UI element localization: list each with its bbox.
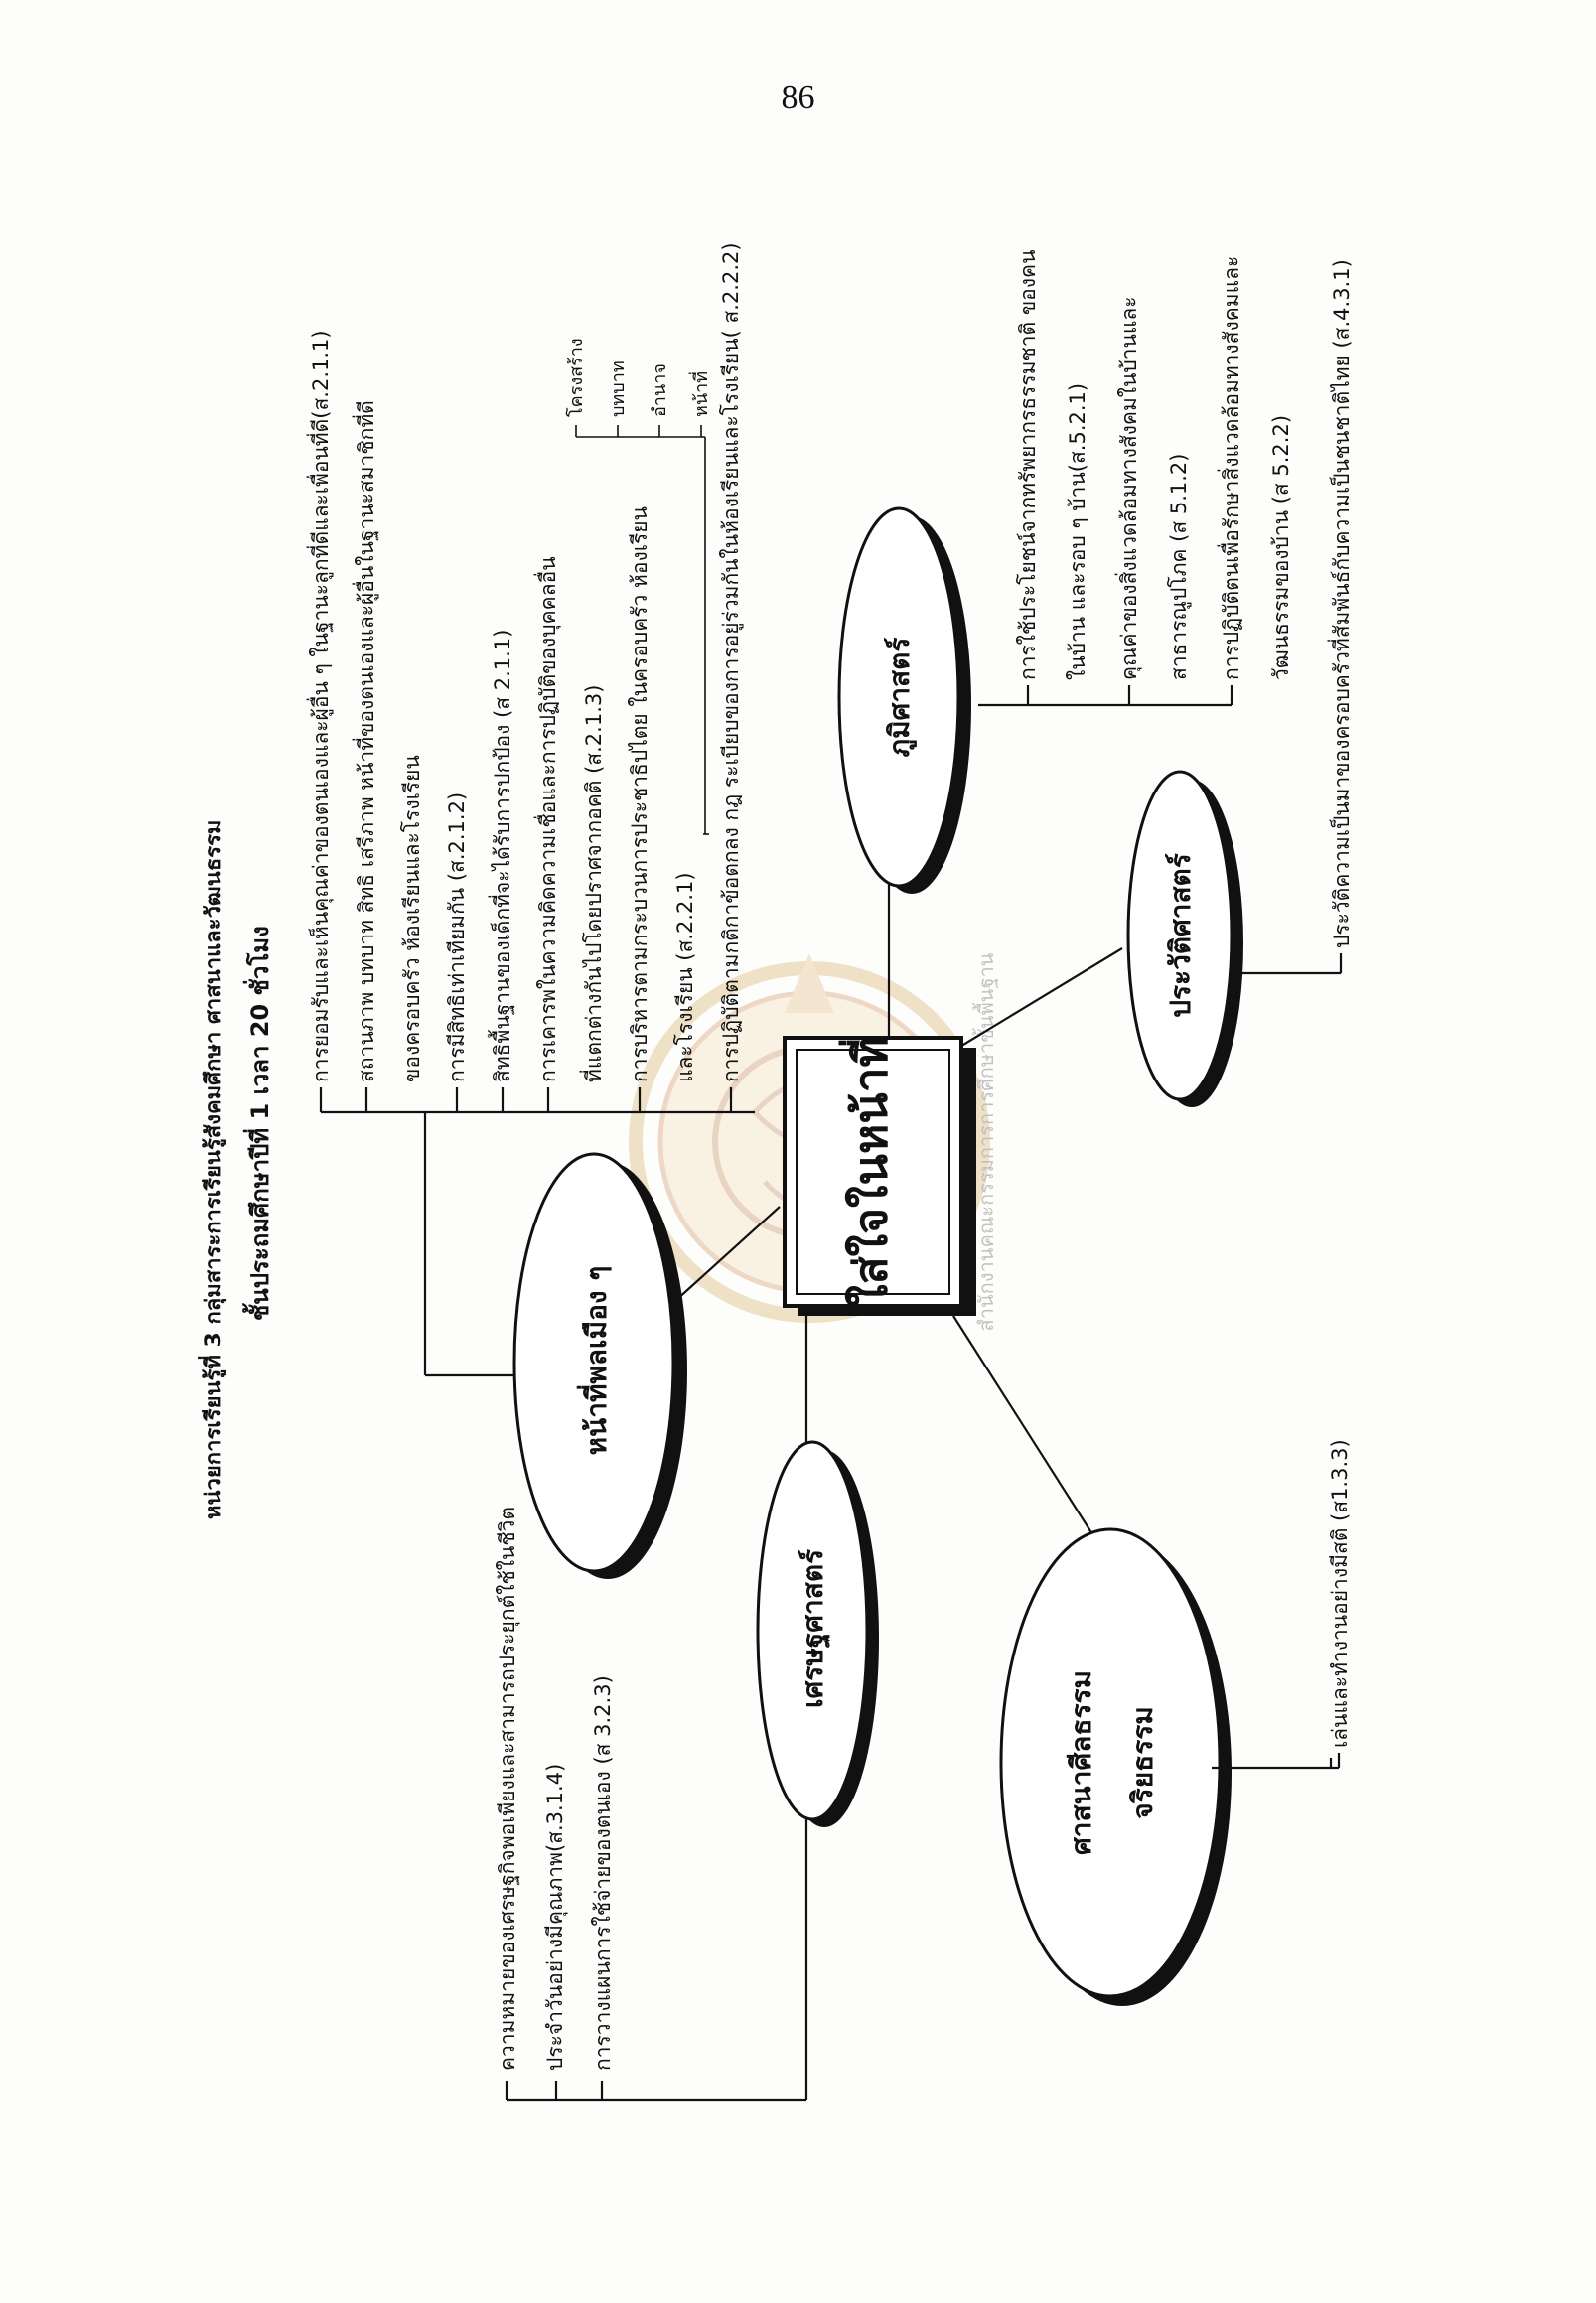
economics-topic: ความหมายของเศรษฐกิจพอเพียงและสามารถประยุ…: [496, 1507, 520, 2071]
civic-subtopics: โครงสร้าง บทบาท อำนาจ หน้าที่: [565, 338, 712, 417]
economics-topic: การวางแผนการใช้จ่ายของตนเอง (ส 3.2.3): [591, 1675, 615, 2071]
civic-subtopic: อำนาจ: [650, 363, 670, 417]
civic-topic: การยอมรับและเห็นคุณค่าของตนเองและผู้อื่น…: [306, 330, 334, 1082]
geography-topic: สาธารณูปโภค (ส 5.1.2): [1167, 454, 1192, 680]
branch-geography: ภูมิศาสตร์: [837, 506, 971, 894]
religion-node-label-1: ศาสนาศีลธรรม: [1065, 1670, 1097, 1855]
civic-topics: การยอมรับและเห็นคุณค่าของตนเองและผู้อื่น…: [306, 242, 744, 1082]
connectors: [319, 425, 1343, 2102]
history-topic: ประวัติความเป็นมาของครอบครัวที่สัมพันธ์ก…: [1327, 259, 1354, 948]
history-topics: ประวัติความเป็นมาของครอบครัวที่สัมพันธ์ก…: [1327, 259, 1354, 948]
branch-economics: เศรษฐศาสตร์: [756, 1440, 879, 1827]
branch-civic: หน้าที่พลเมือง ๆ: [512, 1152, 687, 1579]
geography-topic: ในบ้าน และรอบ ๆ บ้าน(ส.5.2.1): [1066, 383, 1089, 680]
civic-topic: ของครอบครัว ห้องเรียนและโรงเรียน: [400, 755, 424, 1082]
history-node-label: ประวัติศาสตร์: [1164, 853, 1197, 1018]
civic-topic: ที่แตกต่างกันไปโดยปราศจากอคติ (ส.2.1.3): [579, 685, 606, 1082]
religion-topic: เล่นและทำงานอย่างมีสติ (ส1.3.3): [1328, 1439, 1352, 1748]
header-line-2: ชั้นประถมศึกษาปีที่ 1 เวลา 20 ชั่วโมง: [241, 926, 274, 1321]
geography-topic: การปฏิบัติตนเพื่อรักษาสิ่งแวดล้อมทางสังค…: [1217, 256, 1243, 680]
economics-node-label: เศรษฐศาสตร์: [797, 1549, 831, 1708]
civic-topic: การบริหารตามกระบวนการประชาธิปไตย ในครอบค…: [628, 506, 652, 1082]
civic-topic: สิทธิพื้นฐานของเด็กที่จะได้รับการปกป้อง …: [488, 630, 514, 1082]
geography-topics: การใช้ประโยชน์จากทรัพยากรธรรมชาติ ของคน …: [1016, 250, 1293, 680]
geography-topic: วัฒนธรรมของบ้าน (ส 5.2.2): [1269, 415, 1293, 680]
branch-religion: ศาสนาศีลธรรม จริยธรรม: [999, 1527, 1232, 2006]
watermark-ring-text: สำนักงานคณะกรรมการการศึกษาขั้นพื้นฐาน: [972, 952, 998, 1331]
page-number: 86: [781, 79, 815, 116]
economics-topic: ประจำวันอย่างมีคุณภาพ(ส.3.1.4): [543, 1764, 568, 2071]
center-box: ใส่ใจในหน้าที่: [783, 1036, 976, 1316]
branch-history: ประวัติศาสตร์: [1126, 770, 1243, 1107]
religion-topics: เล่นและทำงานอย่างมีสติ (ส1.3.3): [1212, 1439, 1352, 1770]
civic-subtopic: โครงสร้าง: [565, 338, 587, 417]
civic-subtopic: หน้าที่: [688, 371, 712, 417]
civic-topic: และโรงเรียน (ส.2.2.1): [673, 872, 697, 1082]
header: หน่วยการเรียนรู้ที่ 3 กลุ่มสาระการเรียนร…: [197, 820, 274, 1519]
civic-subtopic: บทบาท: [608, 360, 629, 417]
geography-topic: การใช้ประโยชน์จากทรัพยากรธรรมชาติ ของคน: [1016, 250, 1040, 680]
geography-node-label: ภูมิศาสตร์: [883, 638, 917, 758]
header-line-1: หน่วยการเรียนรู้ที่ 3 กลุ่มสาระการเรียนร…: [197, 820, 227, 1519]
civic-topic: การปฏิบัติตามกติกาข้อตกลง กฎ ระเบียบของก…: [719, 242, 744, 1082]
civic-topic: สถานภาพ บทบาท สิทธิ เสรีภาพ หน้าที่ของตน…: [352, 400, 379, 1082]
religion-node-label-2: จริยธรรม: [1126, 1706, 1159, 1818]
civic-topic: การมีสิทธิเท่าเทียมกัน (ส.2.1.2): [445, 792, 469, 1082]
economics-topics: ความหมายของเศรษฐกิจพอเพียงและสามารถประยุ…: [496, 1507, 615, 2071]
civic-node-label: หน้าที่พลเมือง ๆ: [576, 1266, 613, 1456]
civic-topic: การเคารพในความคิดความเชื่อและการปฏิบัติข…: [533, 556, 561, 1082]
geography-topic: คุณค่าของสิ่งแวดล้อมทางสังคมในบ้านและ: [1114, 296, 1142, 680]
center-label: ใส่ใจในหน้าที่: [839, 1037, 898, 1307]
